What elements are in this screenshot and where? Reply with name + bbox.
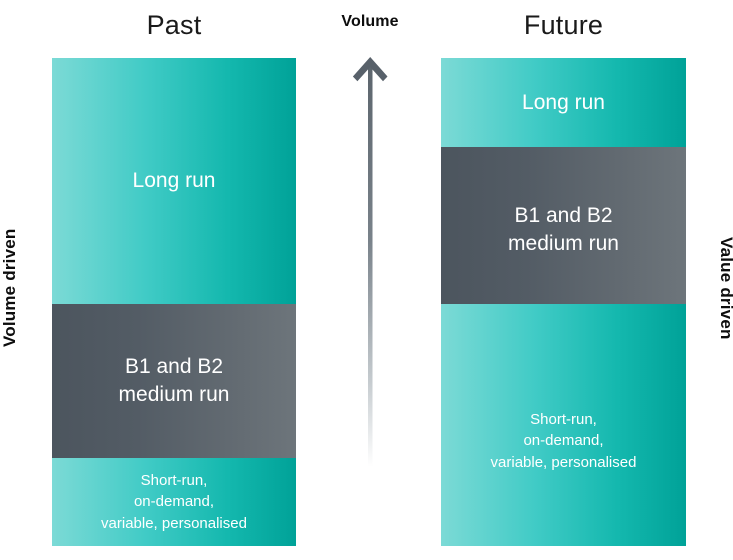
segment-label-line2: medium run — [118, 383, 230, 406]
stacked-bar-past: Long run B1 and B2 medium run Short-run,… — [52, 58, 296, 546]
axis-label-volume-driven: Volume driven — [0, 228, 19, 348]
segment-past-short-run[interactable]: Short-run, on-demand, variable, personal… — [52, 458, 296, 546]
segment-past-long-run[interactable]: Long run — [52, 58, 296, 304]
segment-label-line1: B1 and B2 — [514, 203, 613, 227]
segment-label-line1: B1 and B2 — [124, 355, 224, 379]
axis-label-value-driven: Value driven — [717, 236, 733, 340]
segment-future-long-run[interactable]: Long run — [441, 58, 686, 147]
segment-label-line1: Short-run, — [140, 472, 208, 490]
segment-past-medium-run[interactable]: B1 and B2 medium run — [52, 304, 296, 458]
segment-label: Long run — [522, 90, 605, 114]
segment-label: Short-run, on-demand, variable, personal… — [483, 409, 645, 473]
segment-label-line3: variable, personalised — [101, 514, 247, 532]
segment-label: Short-run, on-demand, variable, personal… — [93, 470, 255, 534]
segment-future-short-run[interactable]: Short-run, on-demand, variable, personal… — [441, 304, 686, 546]
segment-label-line2: on-demand, — [523, 432, 604, 450]
segment-label: B1 and B2 medium run — [111, 353, 238, 408]
volume-up-arrow-icon — [352, 57, 388, 502]
segment-future-medium-run[interactable]: B1 and B2 medium run — [441, 147, 686, 304]
segment-label-line3: variable, personalised — [490, 453, 637, 471]
segment-label-line1: Short-run, — [530, 411, 597, 429]
volume-axis-title: Volume — [341, 13, 399, 30]
stacked-bar-future: Long run B1 and B2 medium run Short-run,… — [441, 58, 686, 546]
segment-label: B1 and B2 medium run — [500, 202, 627, 257]
page-title-future: Future — [523, 10, 604, 40]
segment-label: Long run — [132, 169, 216, 193]
page-title-past: Past — [146, 10, 202, 40]
segment-label-line2: on-demand, — [133, 493, 215, 511]
segment-label-line2: medium run — [508, 231, 619, 255]
